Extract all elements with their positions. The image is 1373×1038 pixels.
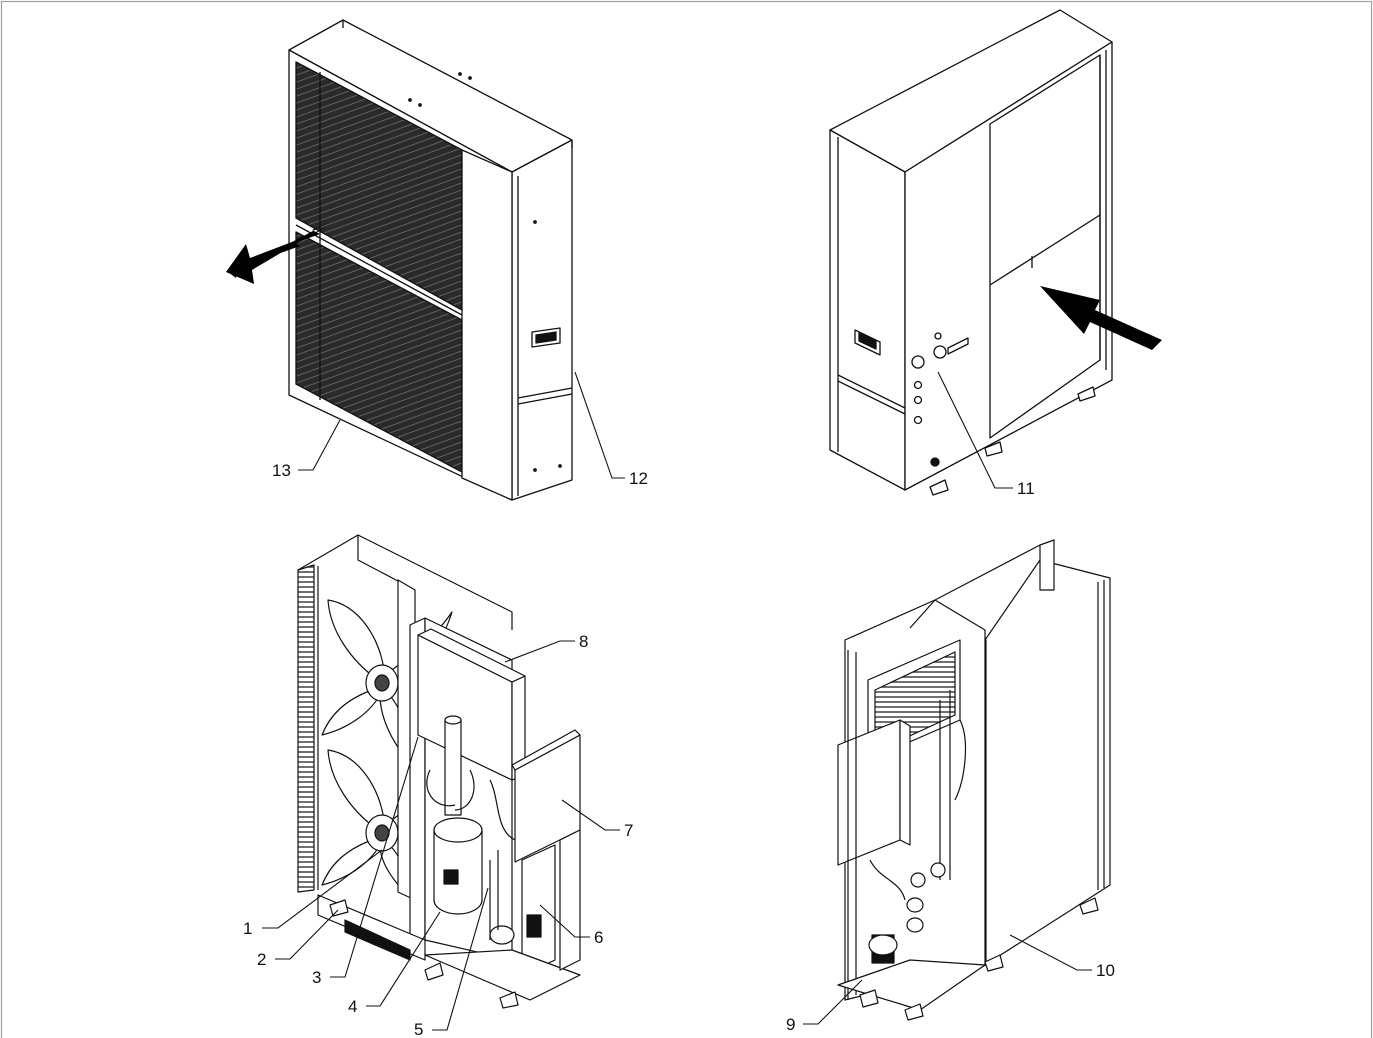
callout-12: 12 bbox=[629, 469, 648, 488]
air-inlet-arrow bbox=[1040, 286, 1162, 350]
plate-heat-exchanger-6 bbox=[521, 844, 556, 976]
callout-7: 7 bbox=[624, 821, 633, 840]
callout-4: 4 bbox=[348, 997, 357, 1016]
callout-8: 8 bbox=[579, 632, 588, 651]
internal-view-right bbox=[837, 539, 1111, 1021]
outdoor-unit-rear-view bbox=[829, 9, 1113, 496]
internal-view-left bbox=[297, 534, 581, 1009]
callout-13: 13 bbox=[272, 461, 291, 480]
callout-1: 1 bbox=[243, 919, 252, 938]
callout-10: 10 bbox=[1096, 961, 1115, 980]
callout-3: 3 bbox=[312, 968, 321, 987]
callout-labels: 1 2 3 4 5 6 7 8 9 10 11 12 13 bbox=[243, 461, 1115, 1038]
air-outlet-arrow-head bbox=[226, 226, 326, 284]
callout-11: 11 bbox=[1017, 479, 1035, 498]
callout-6: 6 bbox=[594, 928, 603, 947]
leader-lines bbox=[262, 371, 1092, 1031]
callout-2: 2 bbox=[257, 950, 266, 969]
callout-9: 9 bbox=[786, 1015, 795, 1034]
outdoor-unit-front-view bbox=[288, 19, 573, 501]
callout-5: 5 bbox=[414, 1020, 423, 1038]
